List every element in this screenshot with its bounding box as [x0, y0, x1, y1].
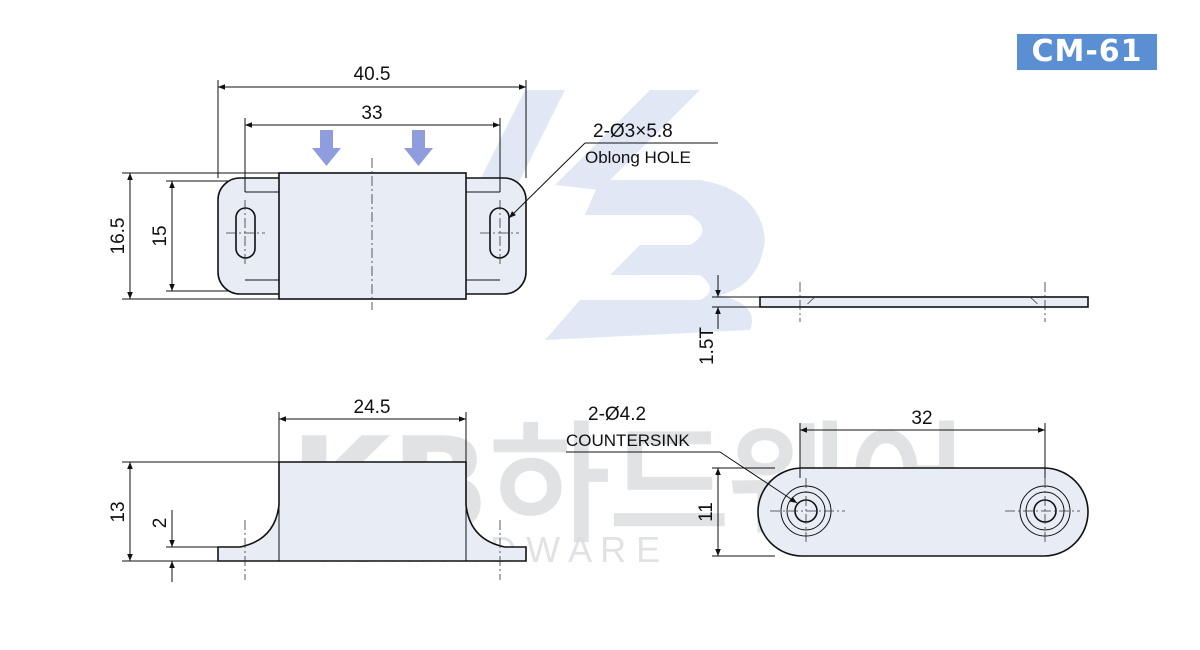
plate-edge	[759, 296, 1089, 308]
model-badge: CM-61	[1017, 34, 1157, 70]
dim-body-width: 24.5	[354, 397, 391, 418]
dim-hole-pitch: 33	[361, 103, 382, 124]
magnet-body	[278, 172, 467, 300]
side-view: 1.5T	[697, 275, 1089, 365]
dim-body-height: 15	[150, 225, 171, 246]
dim-front-height: 13	[108, 501, 129, 522]
note-countersink-size: 2-Ø4.2	[588, 404, 646, 425]
note-countersink-type: COUNTERSINK	[566, 431, 690, 450]
note-hole-size: 2-Ø3×5.8	[593, 121, 673, 142]
dim-plate-hole-pitch: 32	[911, 408, 932, 429]
force-arrow-right-icon	[404, 130, 433, 166]
top-view: 40.5 33 16.5 15 2-Ø3×5.8 Oblong HOLE	[108, 64, 718, 310]
front-view: 24.5 13 2	[108, 397, 527, 582]
mounting-plate	[757, 467, 1089, 557]
dim-base-height: 2	[150, 518, 171, 529]
note-hole-type: Oblong HOLE	[585, 148, 691, 167]
dim-plate-width: 11	[696, 502, 717, 522]
dim-thickness: 1.5T	[697, 327, 718, 365]
dim-overall-width: 40.5	[354, 64, 391, 85]
plate-view: 32 11 2-Ø4.2 COUNTERSINK	[566, 404, 1089, 557]
force-arrow-left-icon	[312, 130, 341, 166]
dim-overall-height: 16.5	[108, 218, 129, 255]
